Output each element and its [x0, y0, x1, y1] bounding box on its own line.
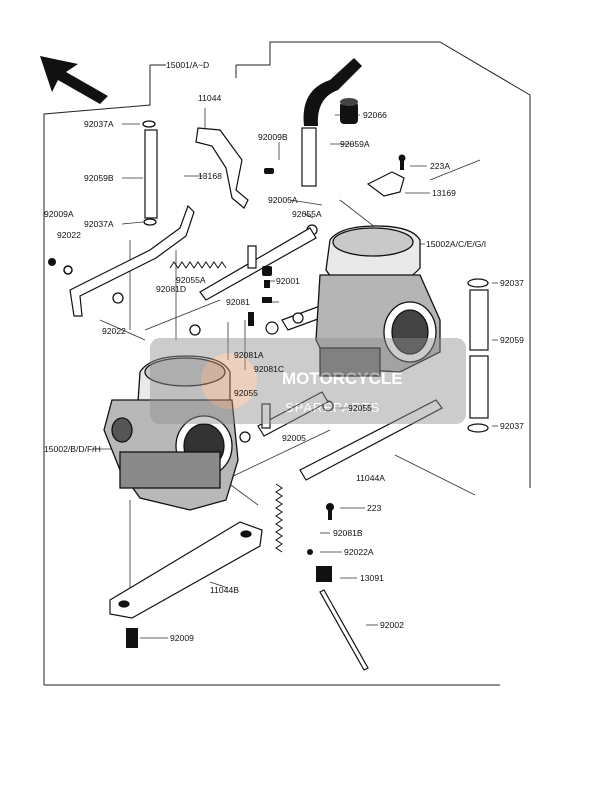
label-92081: 92081: [226, 297, 250, 307]
carburetor-body-lower: [103, 355, 239, 511]
label-92055-left: 92055: [234, 388, 258, 398]
vent-hose-92059A: [301, 58, 362, 187]
label-92037A-top: 92037A: [84, 119, 114, 129]
label-92005: 92005: [282, 433, 306, 443]
label-92037A-mid: 92037A: [84, 219, 114, 229]
label-15002ACEGI: 15002A/C/E/G/I: [426, 239, 486, 249]
link-parts-92081: [265, 305, 327, 335]
label-92022-left: 92022: [57, 230, 81, 240]
assembly-boundary: [43, 41, 531, 686]
label-13169: 13169: [432, 188, 456, 198]
label-92002: 92002: [380, 620, 404, 630]
choke-lever-13169: [366, 171, 405, 197]
cap-92066: [340, 98, 358, 124]
carburetor-body-upper: [315, 225, 441, 377]
label-11044: 11044: [198, 93, 221, 103]
idle-shaft-92001: [262, 266, 272, 276]
label-223: 223: [367, 503, 382, 513]
hose-92059: [469, 289, 489, 419]
label-92081C: 92081C: [254, 364, 284, 374]
bracket-11044: [195, 127, 249, 209]
fuel-pipe-92005A: [199, 227, 317, 301]
front-direction-arrow-icon: [40, 56, 108, 104]
label-92009A: 92009A: [44, 209, 74, 219]
label-15001: 15001/A~D: [166, 60, 209, 70]
stay-plate-11044B: [109, 521, 263, 619]
label-92055A-top: 92055A: [292, 209, 322, 219]
spring-92081B: [275, 483, 283, 553]
part-labels: 15001/A~D 11044 92037A 92009B 92066 9205…: [44, 60, 524, 643]
label-92081D: 92081D: [156, 284, 186, 294]
watermark-sub: SPAREPARTS: [285, 400, 380, 415]
label-11044B: 11044B: [210, 585, 239, 595]
label-223A: 223A: [430, 161, 450, 171]
label-92009B: 92009B: [258, 132, 288, 142]
label-92059B: 92059B: [84, 173, 114, 183]
label-92059A: 92059A: [340, 139, 370, 149]
label-92001: 92001: [276, 276, 300, 286]
leader-lines: [92, 108, 498, 639]
label-92055-right: 92055: [348, 403, 372, 413]
label-92022-mid: 92022: [102, 326, 126, 336]
label-92081A: 92081A: [234, 350, 264, 360]
label-92022A: 92022A: [344, 547, 374, 557]
label-92055A-mid: 92055A: [176, 275, 206, 285]
screw-parts: [48, 154, 406, 648]
throttle-shaft-92002: [319, 589, 369, 671]
label-92066: 92066: [363, 110, 387, 120]
label-92059: 92059: [500, 335, 524, 345]
label-13168: 13168: [198, 171, 222, 181]
fuel-pipe-92005: [257, 391, 329, 437]
label-92009: 92009: [170, 633, 194, 643]
spring-92081D: [169, 261, 227, 269]
label-15002BDFH: 15002/B/D/F/H: [44, 444, 101, 454]
fuel-hose-92059B: [144, 129, 158, 219]
label-13091: 13091: [360, 573, 384, 583]
label-92037-right-top: 92037: [500, 278, 524, 288]
link-plate-11044A: [299, 399, 443, 481]
label-92005A: 92005A: [268, 195, 298, 205]
watermark-brand: MOTORCYCLE: [282, 369, 403, 388]
label-92037-right-bottom: 92037: [500, 421, 524, 431]
label-11044A: 11044A: [356, 473, 385, 483]
spring-92081A: [248, 312, 254, 326]
choke-lever-13168: [69, 204, 195, 317]
watermark: MOTORCYCLE SPAREPARTS: [150, 338, 466, 424]
label-92081B: 92081B: [333, 528, 363, 538]
